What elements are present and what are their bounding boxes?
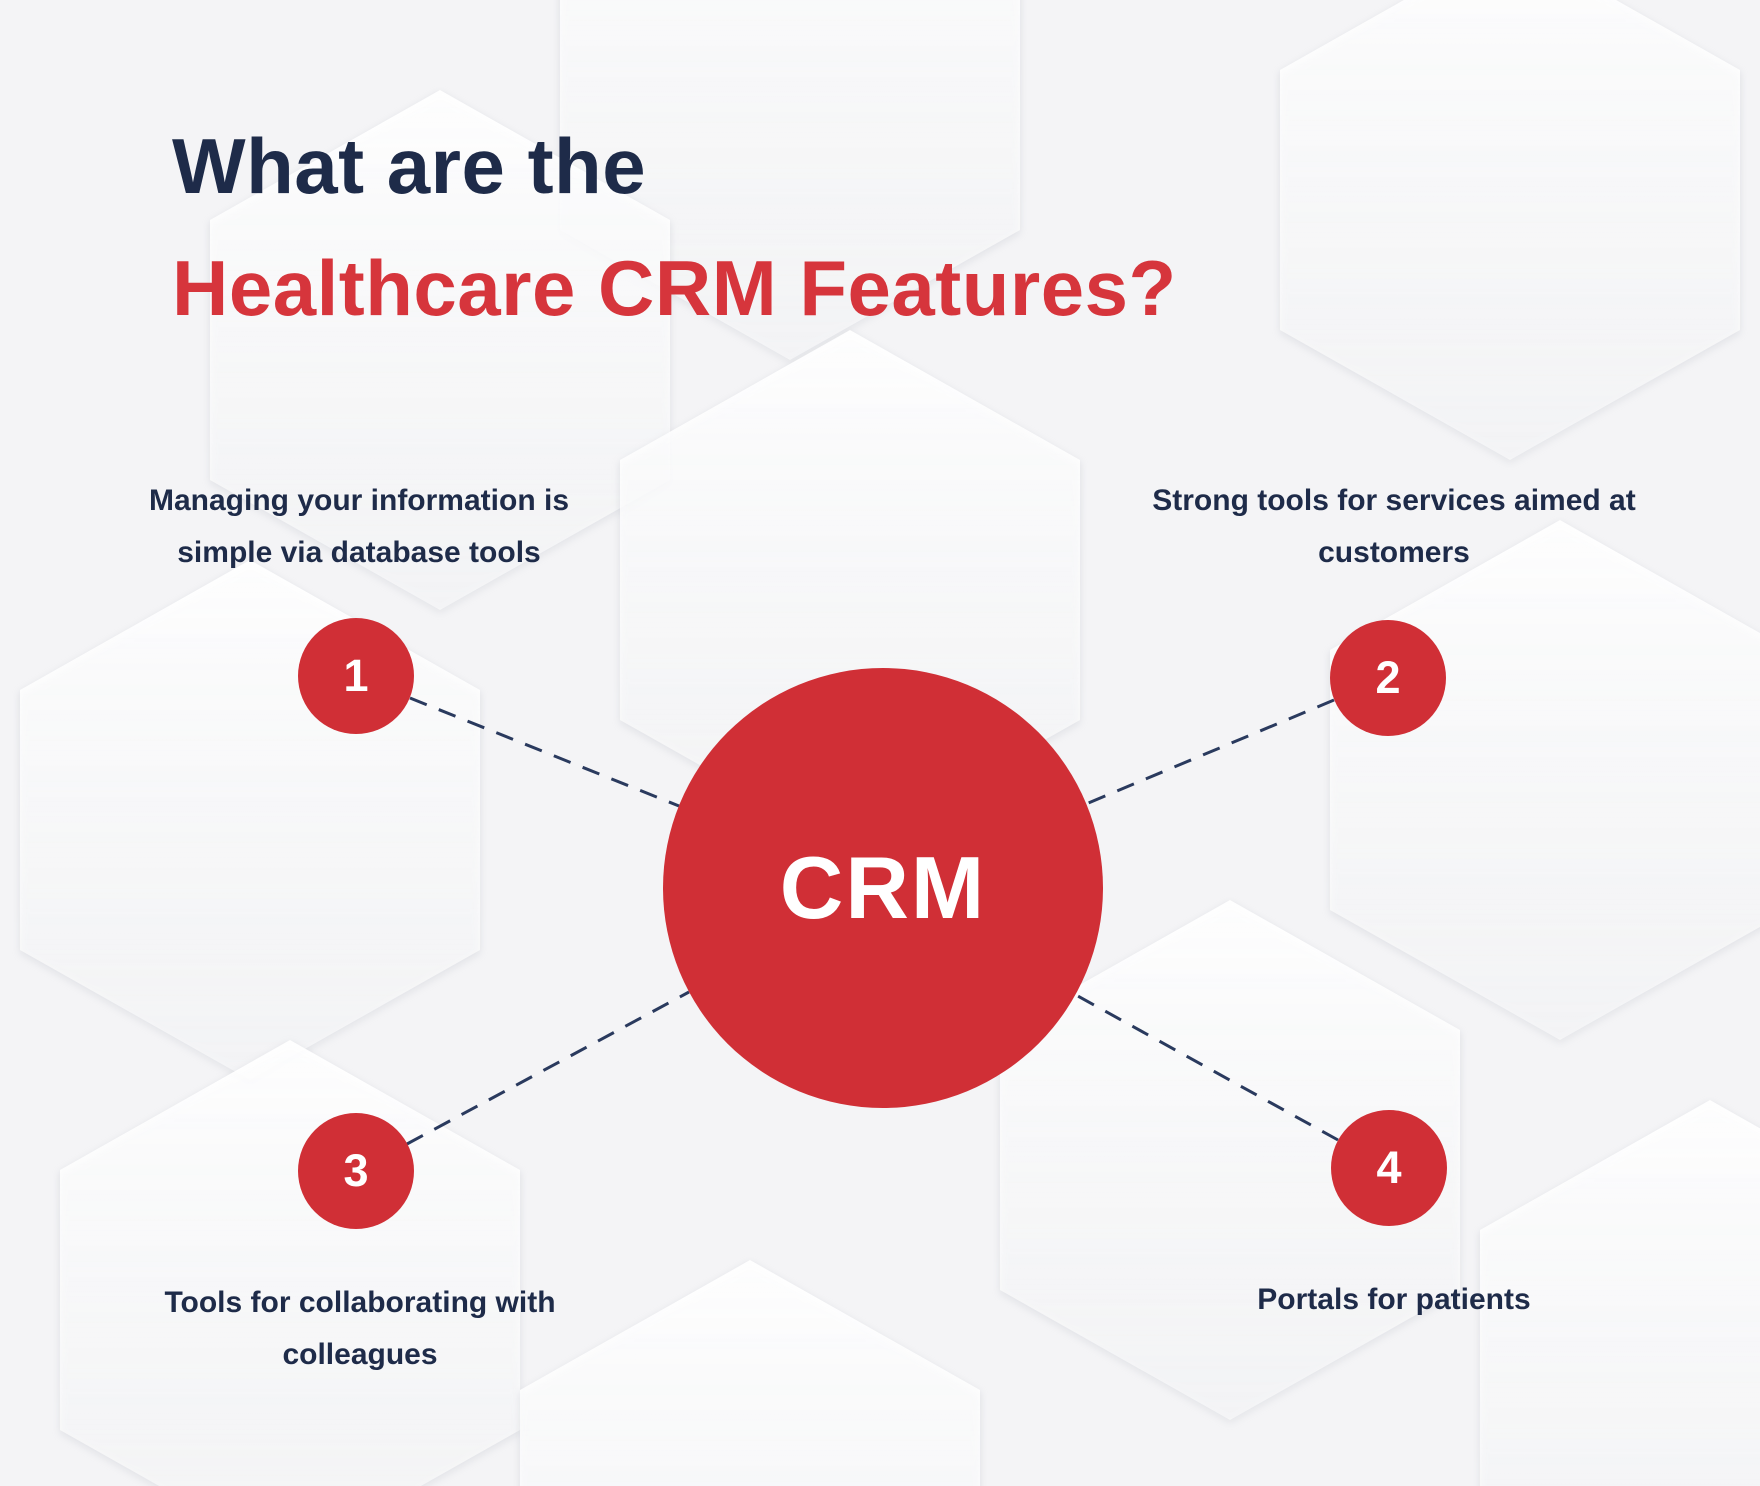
connector-line-3 xyxy=(406,990,690,1146)
feature-label-2: Strong tools for services aimed at custo… xyxy=(1152,484,1636,569)
hexagon-decoration xyxy=(520,1260,980,1486)
hexagon-decoration xyxy=(1280,0,1740,460)
feature-number-3: 3 xyxy=(343,1145,369,1196)
page-title: What are the Healthcare CRM Features? xyxy=(172,105,1177,349)
feature-number-2: 2 xyxy=(1375,652,1401,703)
hexagon-decoration xyxy=(1330,520,1760,1040)
hexagon-decoration xyxy=(210,90,670,610)
feature-node-4: 4 xyxy=(1331,1110,1447,1226)
crm-label: CRM xyxy=(779,838,987,937)
feature-node-2: 2 xyxy=(1330,620,1446,736)
feature-label-4: Portals for patients xyxy=(1257,1283,1531,1316)
feature-label-3: Tools for collaborating with colleagues xyxy=(164,1286,556,1371)
feature-number-4: 4 xyxy=(1376,1142,1402,1193)
feature-label-1: Managing your information is simple via … xyxy=(148,484,569,569)
hexagon-decoration xyxy=(60,1040,520,1486)
title-line-1: What are the xyxy=(172,122,647,210)
crm-center-circle: CRM xyxy=(663,668,1103,1108)
connector-line-2 xyxy=(1085,698,1335,806)
feature-node-3: 3 xyxy=(298,1113,414,1229)
connector-line-1 xyxy=(409,696,680,808)
title-line-2: Healthcare CRM Features? xyxy=(172,244,1177,332)
connector-line-4 xyxy=(1075,993,1339,1142)
hexagon-decoration xyxy=(1480,1100,1760,1486)
feature-number-1: 1 xyxy=(343,650,369,701)
feature-node-1: 1 xyxy=(298,618,414,734)
